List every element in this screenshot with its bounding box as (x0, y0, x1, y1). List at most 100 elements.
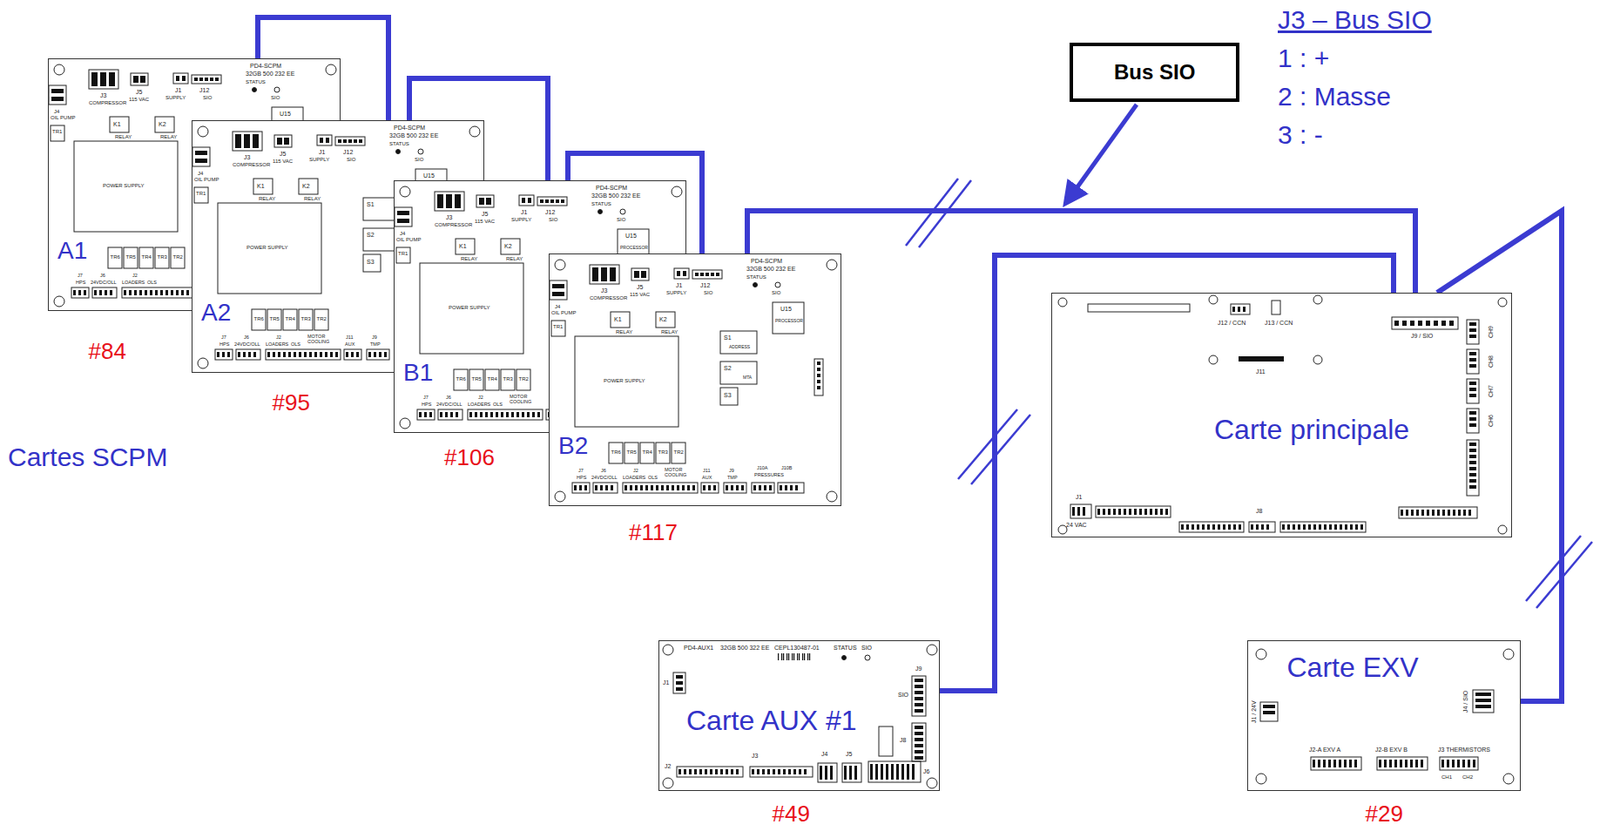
callout-number: #95 (272, 390, 311, 417)
board-part (1318, 524, 1322, 530)
board-title: B2 (558, 432, 588, 460)
board-part (783, 769, 786, 775)
pin-label: 115 VAC (629, 291, 650, 298)
board-part (720, 769, 723, 775)
board-part (914, 684, 924, 689)
pin-label: TR3 (301, 316, 311, 323)
board-part (753, 485, 757, 491)
board-part (779, 485, 783, 491)
pin-label: PRESSURES (754, 472, 784, 478)
board-part (896, 763, 899, 780)
pin-legend: 3 : - (1277, 120, 1324, 151)
pin-label: RELAY (160, 134, 177, 141)
board-part (914, 696, 924, 701)
board-part (634, 485, 638, 491)
board-part (1417, 320, 1423, 326)
board-part (1458, 509, 1461, 516)
board-part (1266, 524, 1270, 530)
board-part (701, 482, 719, 493)
board-part (335, 351, 338, 358)
board-part (195, 150, 208, 156)
pin-label: J6 (243, 334, 250, 340)
board-part (671, 485, 675, 491)
board-part (1087, 303, 1190, 312)
board-part (298, 178, 318, 195)
board-part (485, 411, 488, 418)
pin-label: J12 (700, 282, 710, 290)
pin-label: J5 (636, 283, 643, 291)
board-part (227, 351, 230, 358)
board-part (1242, 306, 1246, 312)
board-part (674, 268, 689, 279)
pin-label: CH2 (1462, 774, 1473, 781)
mounting-hole (1255, 773, 1267, 784)
board-part (715, 272, 720, 277)
board-part (1292, 524, 1296, 530)
board-part (267, 309, 282, 331)
board-part (817, 762, 838, 783)
board-part (579, 485, 582, 491)
board-part (521, 411, 525, 418)
pin-label: S2 (366, 231, 375, 239)
board-part (688, 769, 692, 775)
board-part (710, 272, 715, 277)
board-part (1469, 411, 1477, 415)
board-part (236, 349, 261, 360)
pin-label: OLS (648, 474, 658, 480)
board-part (1394, 759, 1398, 768)
pin-label: J4 (554, 303, 561, 311)
pin-label: POWER SUPPLY (448, 304, 491, 311)
board-part (1469, 448, 1477, 453)
board-part (191, 74, 222, 84)
board-part (868, 761, 921, 783)
pin-label: U15 (625, 232, 637, 240)
board-part (476, 195, 494, 208)
pin-legend: 1 : + (1277, 43, 1330, 75)
board-part (1102, 508, 1106, 515)
mounting-hole (775, 282, 781, 288)
board-part (878, 726, 893, 757)
board-part (1095, 506, 1171, 518)
pin-label: OIL PUMP (396, 236, 421, 244)
board-part (175, 75, 180, 82)
board-part (906, 763, 910, 780)
board-part (1469, 381, 1477, 385)
board-part (1410, 509, 1414, 516)
pin-label: STATUS (746, 274, 767, 281)
pin-label: TR5 (126, 254, 136, 261)
board-part (453, 369, 468, 391)
board-part (763, 485, 767, 491)
pin-label: CH6 (1487, 414, 1495, 427)
pin-label: TR1 (553, 324, 563, 331)
board-part (248, 351, 251, 358)
pin-label: 32GB 500 232 EE (591, 192, 641, 200)
board-part (758, 485, 762, 491)
pin-label: 24VDC/OLL (436, 401, 463, 407)
board-part (378, 351, 382, 358)
board-part (479, 411, 483, 418)
board-part (108, 72, 115, 87)
board-part (661, 485, 664, 491)
pin-label: 115 VAC (272, 158, 293, 165)
pin-label: J10B (781, 465, 793, 471)
board-part (490, 411, 493, 418)
board-part (694, 769, 697, 775)
board-part (1469, 328, 1477, 332)
board-part (1442, 509, 1445, 516)
board-part (777, 769, 781, 775)
callout-number: #106 (444, 445, 495, 472)
board-part (784, 485, 788, 491)
board-part (914, 731, 924, 736)
board-part (767, 769, 770, 775)
pin-label: J1 (675, 282, 682, 290)
board-part (540, 199, 544, 203)
pin-label: U15 (780, 305, 792, 313)
board-part (50, 125, 65, 142)
break-mark (1525, 535, 1581, 601)
mounting-hole (554, 259, 566, 271)
board-part (608, 442, 623, 464)
board-part (550, 199, 554, 203)
board-part (288, 351, 291, 358)
board-part (165, 290, 169, 296)
board-part (1405, 509, 1409, 516)
